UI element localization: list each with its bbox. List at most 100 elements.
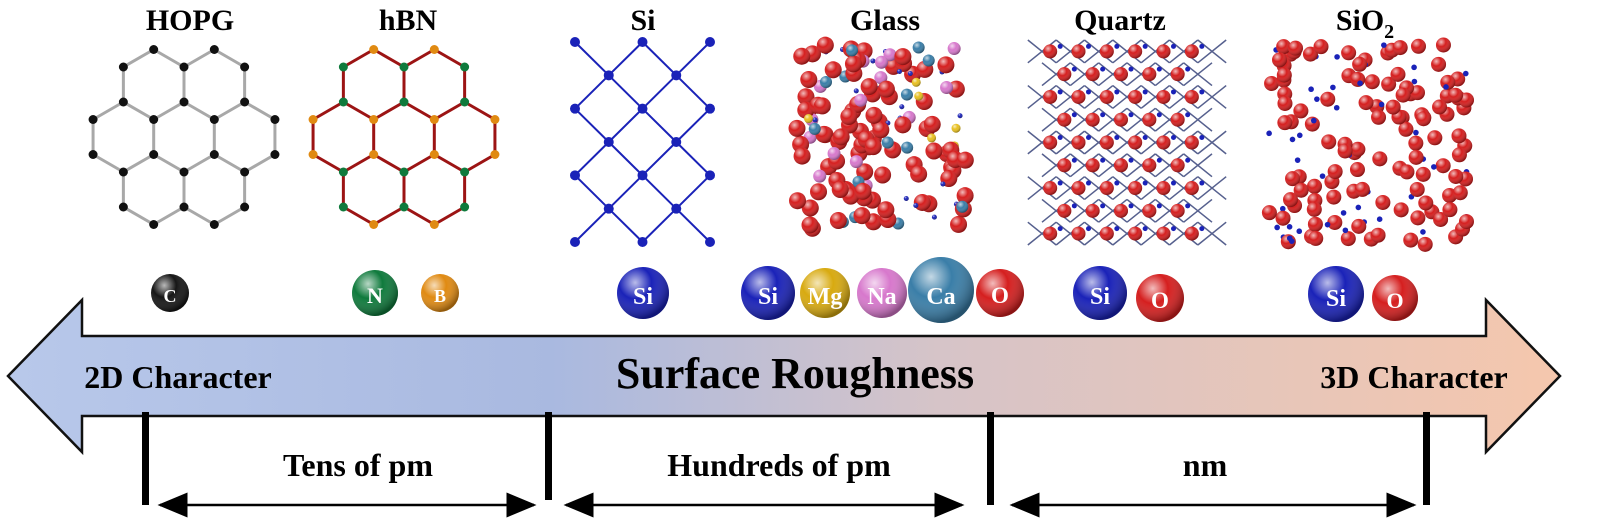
glass-atom-shade xyxy=(940,181,946,187)
quartz-bond xyxy=(1027,39,1057,64)
sio2-o-shade xyxy=(1283,192,1299,208)
glass-atom-shade xyxy=(874,166,892,184)
hopg-bond xyxy=(122,48,155,69)
hbn-atom xyxy=(308,115,318,124)
quartz-bond xyxy=(1027,221,1057,246)
sio2-si-atom xyxy=(1340,210,1347,216)
hbn-bond xyxy=(403,48,436,69)
glass-atom-shade xyxy=(872,121,890,139)
quartz-si-atom xyxy=(1057,180,1063,186)
glass-atom-shade xyxy=(808,122,821,135)
hbn-bond xyxy=(433,48,466,69)
glass-atom-shade xyxy=(800,70,818,88)
si-bond xyxy=(641,207,677,243)
hbn-bond xyxy=(342,153,375,174)
sio2-si-atom xyxy=(1330,84,1336,91)
glass-atom-shade xyxy=(797,88,815,106)
glass-atom-shade xyxy=(788,119,806,137)
sio2-o-shade xyxy=(1327,214,1343,230)
hbn-bond xyxy=(403,153,436,174)
quartz-bond xyxy=(1027,84,1057,109)
glass-atom-shade xyxy=(881,136,894,149)
quartz-si-atom xyxy=(1128,157,1134,163)
si-bond xyxy=(641,141,677,177)
quartz-o-shade xyxy=(1071,44,1086,59)
sio2-si-sphere-shade xyxy=(1308,266,1364,322)
quartz-bond xyxy=(1098,153,1128,178)
hopg-atom xyxy=(209,45,219,54)
si-bond xyxy=(675,74,711,110)
si-atom xyxy=(637,103,648,114)
quartz-bond xyxy=(1098,62,1128,87)
quartz-o-shade xyxy=(1128,135,1143,150)
hbn-atom xyxy=(399,202,409,212)
sio2-si-atom xyxy=(1294,157,1301,163)
sio2-si-atom xyxy=(1274,224,1280,231)
sio2-si-atom xyxy=(1334,54,1340,60)
hbn-atom xyxy=(338,62,348,72)
si-bond xyxy=(574,174,610,210)
quartz-si-atom xyxy=(1142,180,1148,186)
quartz-o-shade xyxy=(1184,44,1199,59)
quartz-si-atom xyxy=(1185,203,1191,209)
glass-atom-shade xyxy=(827,146,841,160)
title-sio2: SiO2 xyxy=(1336,4,1394,43)
quartz-si-atom xyxy=(1156,157,1162,163)
glass-atom-shade xyxy=(896,69,902,75)
sio2-o-shade xyxy=(1321,134,1337,150)
quartz-o-shade xyxy=(1184,226,1199,241)
quartz-o-shade xyxy=(1114,158,1128,173)
sio2-o-shade xyxy=(1452,185,1468,201)
sio2-si-atom xyxy=(1296,228,1303,235)
quartz-si-atom xyxy=(1199,89,1205,95)
sio2-si-atom xyxy=(1431,164,1437,170)
quartz-bond xyxy=(1084,39,1114,64)
sio2-o-shade xyxy=(1349,162,1365,178)
sio2-structure xyxy=(1261,37,1475,252)
quartz-si-atom xyxy=(1100,203,1106,209)
sio2-o-shade xyxy=(1327,164,1343,180)
hopg-bond xyxy=(183,48,216,69)
quartz-o-shade xyxy=(1170,67,1185,82)
glass-atom-shade xyxy=(903,195,909,201)
quartz-si-atom xyxy=(1100,66,1106,72)
quartz-si-atom xyxy=(1171,43,1176,49)
quartz-o-shade xyxy=(1085,203,1100,218)
hopg-atom xyxy=(270,115,280,124)
quartz-o-shade xyxy=(1057,158,1072,173)
hbn-bond xyxy=(433,100,466,121)
glass-atom-shade xyxy=(849,155,863,169)
glass-atom-shade xyxy=(853,207,871,225)
sio2-o-shade xyxy=(1351,218,1367,234)
sio2-o-shade xyxy=(1277,115,1293,131)
hopg-atom xyxy=(179,167,189,177)
si-bond xyxy=(608,41,644,77)
hbn-atom xyxy=(460,167,470,177)
glass-atom-shade xyxy=(854,182,872,200)
quartz-o-shade xyxy=(1114,203,1128,218)
hbn-bond xyxy=(463,153,496,174)
quartz-o-shade xyxy=(1170,158,1185,173)
hbn-atom xyxy=(369,150,379,159)
sio2-o-shade xyxy=(1399,164,1415,180)
quartz-si-label: Si xyxy=(1090,284,1110,310)
sio2-o-shade xyxy=(1308,230,1324,246)
quartz-si-atom xyxy=(1114,180,1120,186)
sio2-o-shade xyxy=(1416,111,1432,127)
scale-label-hundreds: Hundreds of pm xyxy=(667,447,891,483)
quartz-bond xyxy=(1069,198,1100,223)
sio2-o-shade xyxy=(1370,227,1386,243)
quartz-o-shade xyxy=(1170,203,1185,218)
quartz-bond xyxy=(1098,198,1128,223)
glass-atom-shade xyxy=(801,199,819,217)
sio2-o-shade xyxy=(1398,121,1414,137)
quartz-bond xyxy=(1041,62,1071,87)
glass-atom-shade xyxy=(923,115,941,133)
scale-ranges: Tens of pm Hundreds of pm nm xyxy=(157,447,1417,518)
quartz-bond xyxy=(1183,107,1213,132)
sio2-o-shade xyxy=(1415,166,1431,182)
right-label: 3D Character xyxy=(1320,359,1507,395)
hbn-atom xyxy=(399,62,409,72)
sio2-o-shade xyxy=(1435,37,1451,53)
sio2-o-shade xyxy=(1458,214,1474,230)
